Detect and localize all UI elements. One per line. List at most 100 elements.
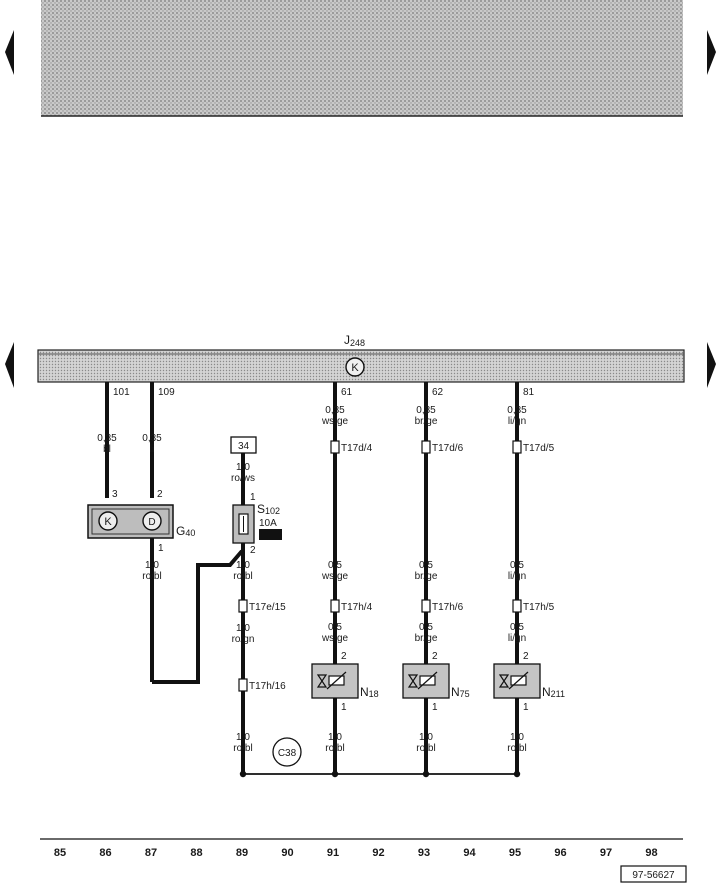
valve-label: N211: [542, 685, 565, 699]
pin-109: 109: [158, 387, 175, 398]
valve-wire3-color: ws/ge: [321, 633, 349, 644]
valve-branch: 810,35li/gnT17d/50,5li/gnT17h/50,5li/gn2…: [493, 382, 565, 778]
sensor-d-icon: [142, 511, 162, 531]
ecu-symbol-icon: [345, 357, 365, 377]
wire-fuse-bottom-size: 1,0: [236, 732, 250, 743]
drawing-number-box: [620, 865, 687, 883]
grid-number: 95: [509, 847, 521, 859]
svg-text:K: K: [104, 516, 112, 528]
fuse-pin-2: 2: [250, 545, 256, 556]
valve-wire2-color: ws/ge: [321, 571, 349, 582]
connector-icon: [421, 440, 431, 454]
valve-conn1: T17d/6: [432, 443, 464, 454]
valve-wire2-color: br/ge: [415, 571, 438, 582]
wire-109-size: 0,35: [142, 433, 162, 444]
bus-junction-89: [239, 770, 247, 778]
grid-number: 90: [281, 847, 293, 859]
valve-wire2-size: 0,5: [328, 560, 342, 571]
valve-ecu-pin: 62: [432, 387, 444, 398]
grid-number: 86: [99, 847, 111, 859]
wire-101-color: bl: [103, 444, 111, 455]
valve-wire4-color: ro/bl: [416, 743, 435, 754]
solenoid-valve-icon: [498, 671, 529, 690]
valve-wire1-color: ws/ge: [321, 416, 349, 427]
grid-number: 97: [600, 847, 612, 859]
wire-fuse-mid-color: ro/bl: [233, 571, 252, 582]
grid-number: 93: [418, 847, 430, 859]
valve-conn2: T17h/5: [523, 602, 555, 613]
wire-fuse-mid-size: 1,0: [236, 560, 250, 571]
grid-number: 91: [327, 847, 339, 859]
terminal-34-label: 34: [238, 441, 250, 452]
valve-conn2: T17h/4: [341, 602, 373, 613]
valve-wire4-size: 1,0: [510, 732, 524, 743]
grid-number: 88: [190, 847, 202, 859]
connector-icon: [512, 599, 522, 613]
pin-101: 101: [113, 387, 130, 398]
valve-label: N75: [451, 685, 470, 699]
valve-conn2: T17h/6: [432, 602, 464, 613]
ground-c38-icon: [272, 737, 302, 767]
valve-pin-1: 1: [432, 702, 438, 713]
valve-wire2-size: 0,5: [510, 560, 524, 571]
connector-t17e15: T17e/15: [249, 602, 286, 613]
solenoid-valve-icon: [316, 671, 347, 690]
page-marker-top-left: [5, 30, 14, 75]
wire-fuse-low-color: ro/gn: [232, 634, 255, 645]
valve-wire2-color: li/gn: [508, 571, 526, 582]
valve-wire4-size: 1,0: [328, 732, 342, 743]
valve-wire3-color: br/ge: [415, 633, 438, 644]
valve-pin-1: 1: [523, 702, 529, 713]
valve-ecu-pin: 81: [523, 387, 535, 398]
connector-icon: [330, 440, 340, 454]
g40-pin-1: 1: [158, 543, 164, 554]
g40-return-size: 1,0: [145, 560, 159, 571]
wire-101-size: 0,35: [97, 433, 117, 444]
valve-conn1: T17d/5: [523, 443, 555, 454]
ground-c38-label: C38: [278, 748, 297, 759]
wire-34-color: ro/ws: [231, 473, 255, 484]
grid-number: 85: [54, 847, 66, 859]
branch-g40: 101 109 0,35 bl 0,35 li 3 2 K D G40 1 1,…: [87, 382, 244, 684]
valve-wire1-color: li/gn: [508, 416, 526, 427]
valve-wire4-size: 1,0: [419, 732, 433, 743]
valve-wire3-size: 0,5: [510, 622, 524, 633]
valve-branch: 610,35ws/geT17d/40,5ws/geT17h/40,5ws/ge2…: [311, 382, 379, 778]
svg-text:D: D: [148, 517, 155, 528]
wire-34-size: 1,0: [236, 462, 250, 473]
g40-return-color: ro/bl: [142, 571, 161, 582]
ecu-symbol-label: K: [351, 362, 359, 374]
ecu-label: J248: [344, 333, 365, 348]
grid-number: 92: [372, 847, 384, 859]
valve-wire3-size: 0,5: [419, 622, 433, 633]
grid-number: 94: [463, 847, 476, 859]
connector-icon: [512, 440, 522, 454]
page-marker-top-right: [707, 30, 716, 75]
g40-pin-3: 3: [112, 489, 118, 500]
valve-branches: 610,35ws/geT17d/40,5ws/geT17h/40,5ws/ge2…: [311, 382, 565, 778]
sensor-k-icon: [98, 511, 118, 531]
valve-wire1-size: 0,35: [416, 405, 436, 416]
fuse-pin-1: 1: [250, 492, 256, 503]
fuse-holder-mark: [259, 529, 282, 540]
solenoid-valve-icon: [407, 671, 438, 690]
valve-pin-2: 2: [341, 651, 347, 662]
grid-number: 98: [645, 847, 657, 859]
valve-branch: 620,35br/geT17d/60,5br/geT17h/60,5br/ge2…: [402, 382, 470, 778]
grid-number: 89: [236, 847, 248, 859]
valve-wire4-color: ro/bl: [507, 743, 526, 754]
connector-icon: [421, 599, 431, 613]
valve-wire1-size: 0,35: [325, 405, 345, 416]
page-marker-mid-right: [707, 342, 716, 388]
sensor-g40-label: G40: [176, 524, 195, 538]
branch-fuse-s102: 34 1,0 ro/ws 1 S102 10A 2 1,0 ro/bl T17e…: [230, 436, 286, 774]
valve-wire3-color: li/gn: [508, 633, 526, 644]
wire-109-color: li: [150, 444, 154, 455]
connector-t17e15-icon: [238, 599, 248, 613]
fuse-rating: 10A: [259, 518, 277, 529]
connector-t17h16: T17h/16: [249, 681, 286, 692]
page-marker-mid-left: [5, 342, 14, 388]
valve-ecu-pin: 61: [341, 387, 353, 398]
